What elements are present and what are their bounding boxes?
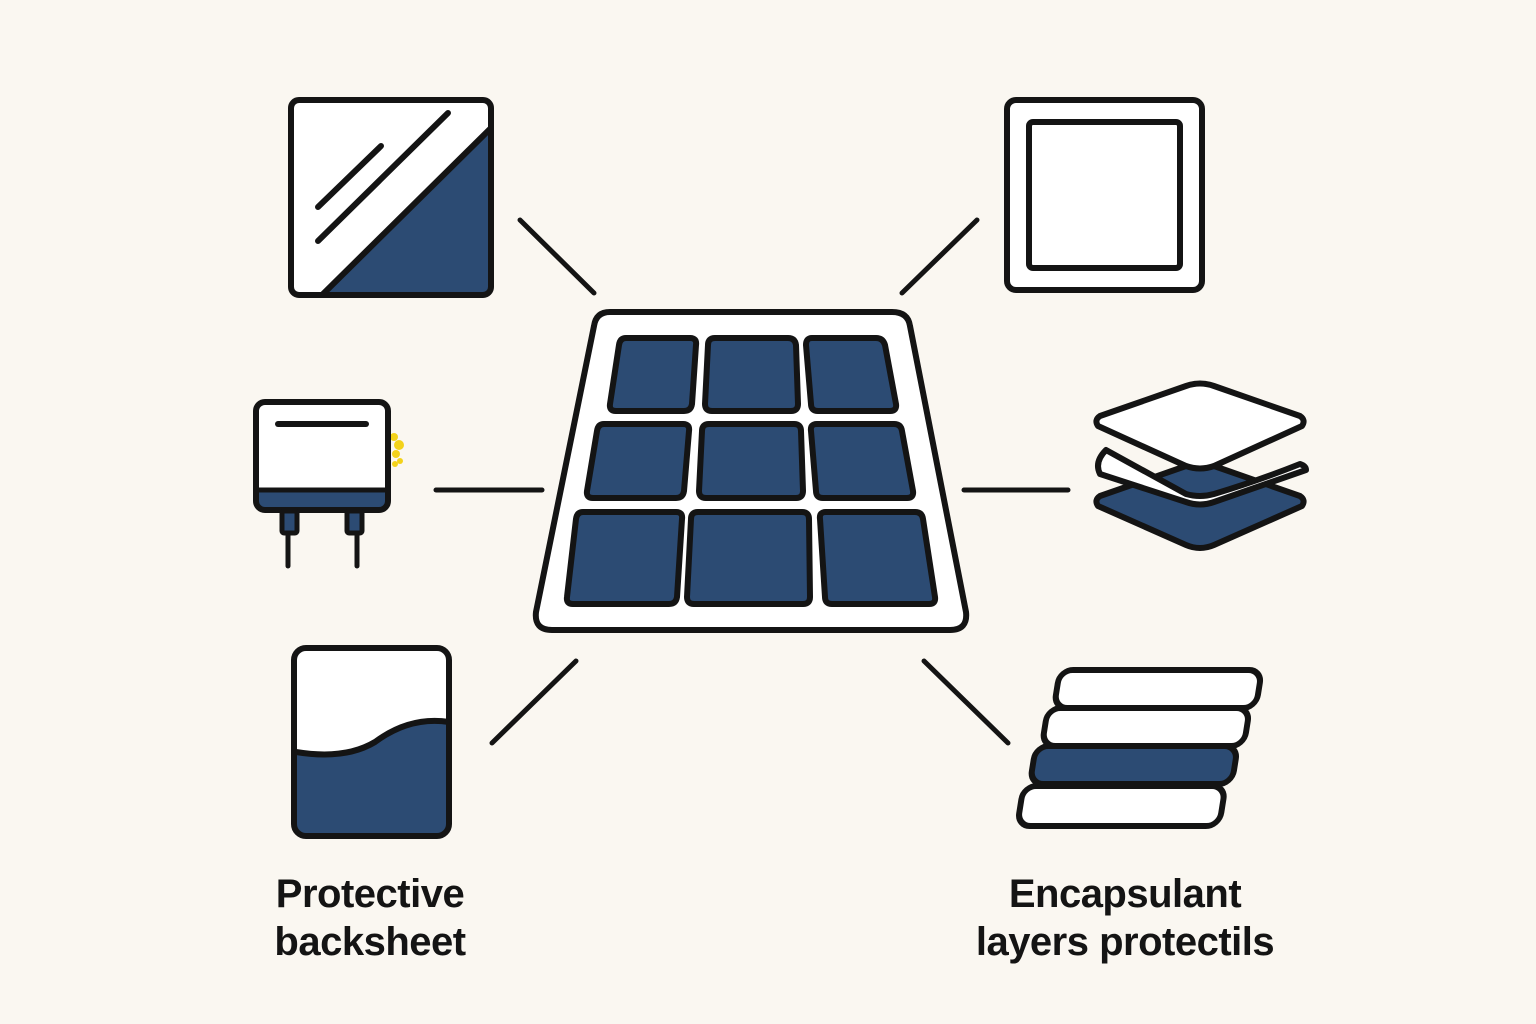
connector-bottom-left xyxy=(489,658,579,746)
solar-cell xyxy=(816,509,939,607)
solar-cell xyxy=(684,509,813,607)
label-line: Protective xyxy=(275,872,465,916)
connector-bottom-right xyxy=(921,658,1011,746)
solar-cell xyxy=(807,421,917,501)
solar-cell xyxy=(563,509,686,607)
connector-top-left xyxy=(517,217,597,296)
solar-cell xyxy=(696,421,806,501)
junction-box-indicator xyxy=(390,433,404,467)
glass-cover-icon xyxy=(288,97,494,298)
solar-cell xyxy=(702,335,801,414)
connector-top-right xyxy=(899,217,980,296)
junction-box-icon xyxy=(253,399,404,569)
label-line: Encapsulant xyxy=(1008,872,1242,916)
aluminum-frame-icon xyxy=(1004,97,1205,293)
solar-cell xyxy=(803,335,900,414)
solar-cell xyxy=(606,335,700,414)
solar-cell xyxy=(583,421,693,501)
label-line: layers protectils xyxy=(975,920,1275,964)
stacked-layers-icon xyxy=(1093,380,1309,551)
encapsulant-strips-icon xyxy=(1016,667,1264,829)
label-encapsulant-layers: Encapsulant layers protectils xyxy=(920,870,1330,966)
solar-panel-icon xyxy=(532,309,970,633)
label-line: backsheet xyxy=(274,920,466,964)
backsheet-icon xyxy=(291,645,452,839)
label-protective-backsheet: Protective backsheet xyxy=(200,870,540,966)
